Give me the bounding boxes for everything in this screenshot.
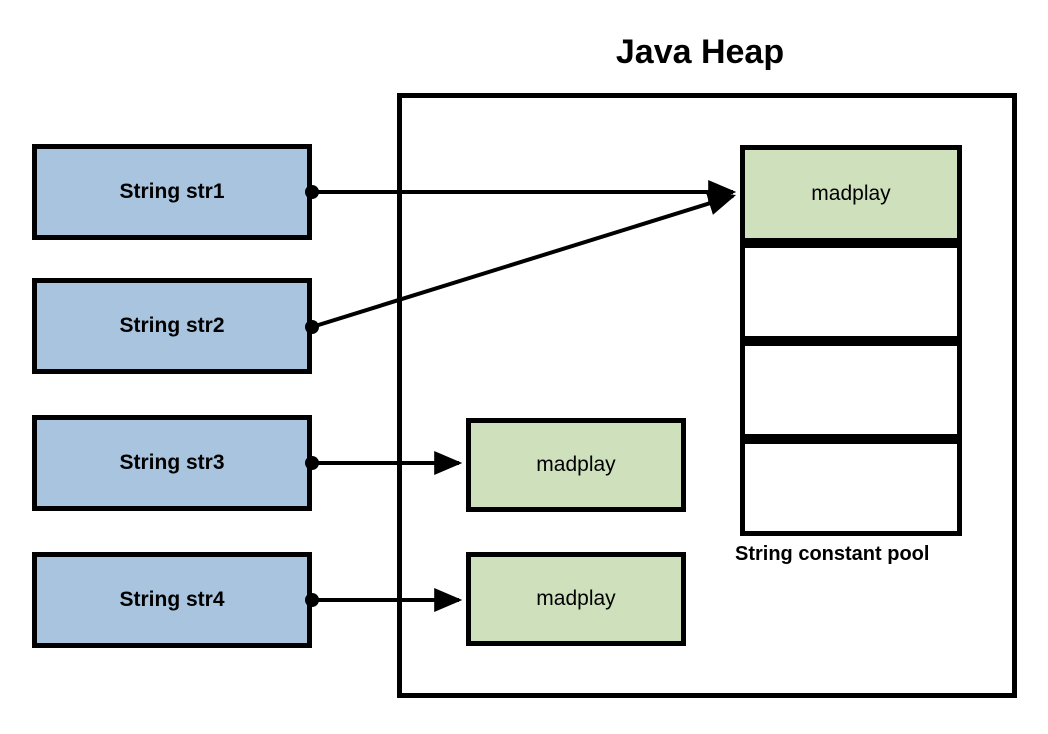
variable-box-str2: String str2 xyxy=(32,278,312,374)
page-title: Java Heap xyxy=(615,33,785,71)
pool-cell-2 xyxy=(740,243,962,341)
variable-box-label: String str4 xyxy=(119,588,225,611)
variable-box-str4: String str4 xyxy=(32,552,312,648)
pool-cell-3 xyxy=(740,341,962,439)
variable-box-label: String str1 xyxy=(119,180,225,203)
variable-box-label: String str2 xyxy=(119,314,225,337)
variable-box-label: String str3 xyxy=(119,451,225,474)
heap-object-box-1: madplay xyxy=(466,418,686,512)
heap-object-label: madplay xyxy=(536,587,616,610)
pool-cell-label: madplay xyxy=(811,182,891,205)
variable-box-str1: String str1 xyxy=(32,144,312,240)
heap-object-box-2: madplay xyxy=(466,552,686,646)
variable-box-str3: String str3 xyxy=(32,415,312,511)
java-heap-boundary xyxy=(397,93,1017,698)
string-constant-pool-label: String constant pool xyxy=(735,543,930,565)
pool-cell-1: madplay xyxy=(740,145,962,243)
pool-cell-4 xyxy=(740,439,962,536)
heap-object-label: madplay xyxy=(536,453,616,476)
